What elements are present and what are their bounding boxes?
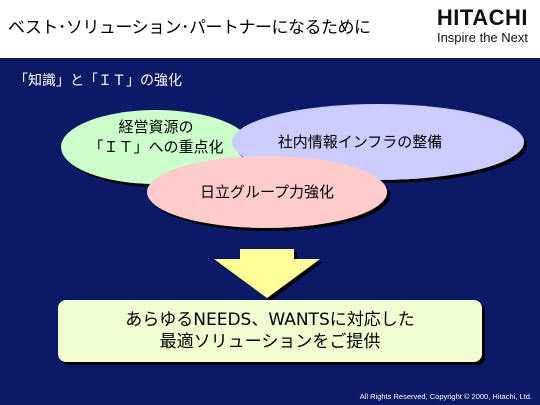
hitachi-logo: HITACHI Inspire the Next bbox=[436, 5, 528, 46]
down-arrow bbox=[214, 249, 320, 298]
result-box: あらゆるNEEDS、WANTSに対応した 最適ソリューションをご提供 bbox=[58, 300, 482, 362]
header-bar: ベスト･ソリューション･パートナーになるために HITACHI Inspire … bbox=[0, 0, 540, 58]
section-subtitle: 「知識」と「ＩＴ」の強化 bbox=[14, 73, 182, 89]
slide-title: ベスト･ソリューション･パートナーになるために bbox=[8, 18, 371, 38]
ellipse-infra-label: 社内情報インフラの整備 bbox=[277, 133, 443, 151]
ellipse-diagram bbox=[61, 104, 524, 298]
ellipse-group bbox=[147, 156, 387, 228]
copyright-footer: All Rights Reserved, Copyright © 2000, H… bbox=[359, 392, 532, 401]
ellipse-it-focus-label: 経営資源の 「ＩＴ」への重点化 bbox=[88, 118, 224, 156]
content-area: 「知識」と「ＩＴ」の強化 経営資源の 「ＩＴ」への重点化 社内情報インフラの整備… bbox=[0, 58, 540, 405]
result-line-1: あらゆるNEEDS、WANTSに対応した bbox=[125, 310, 415, 330]
logo-tagline: Inspire the Next bbox=[436, 30, 528, 45]
result-line-2: 最適ソリューションをご提供 bbox=[159, 332, 381, 352]
logo-wordmark: HITACHI bbox=[436, 5, 528, 30]
ellipse-group-label: 日立グループ力強化 bbox=[199, 183, 335, 201]
